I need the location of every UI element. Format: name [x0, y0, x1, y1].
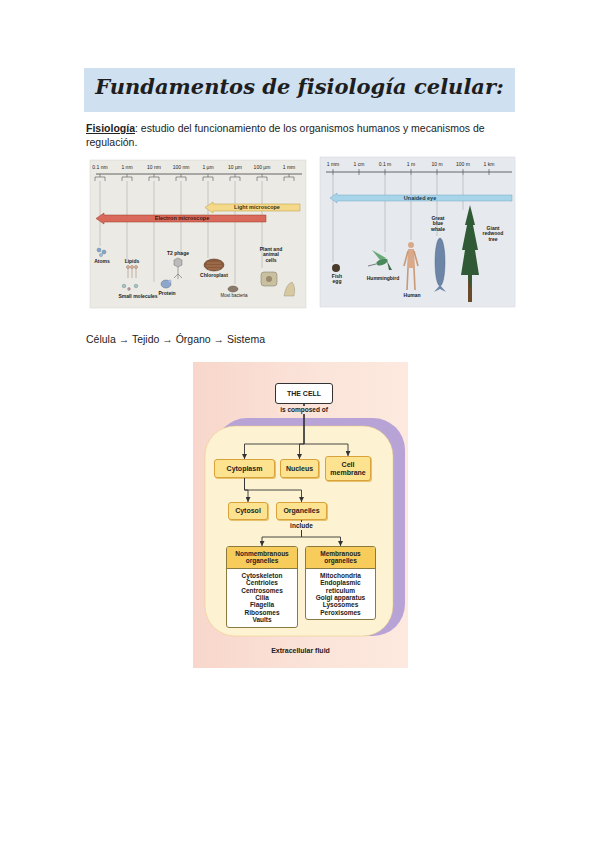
page-title: Fundamentos de fisiología celular:	[84, 74, 515, 99]
box-label: Organelles	[283, 507, 319, 515]
list-item: Cytoskeleton	[227, 572, 297, 579]
scale-label: 0.1 m	[373, 162, 397, 167]
list-item: Centrosomes	[227, 587, 297, 594]
scale-label: T2 phage	[164, 251, 192, 256]
component-box: Organelles	[276, 502, 327, 520]
term: Fisiología	[86, 122, 135, 134]
region-label: Extracellular fluid	[193, 647, 408, 654]
scale-label: 1 µm	[196, 165, 220, 170]
definition-text: Fisiología: estudio del funcionamiento d…	[86, 121, 510, 149]
list-item: Cilia	[227, 594, 297, 601]
list-item: Flagella	[227, 601, 297, 608]
list-box: Membranous organellesMitochondriaEndopla…	[305, 546, 376, 620]
edge-label: include	[288, 522, 315, 530]
scale-label: 10 nm	[142, 165, 166, 170]
scale-label: 1 mm	[321, 162, 345, 167]
component-box: Cell membrane	[325, 456, 371, 481]
component-box: Cytoplasm	[214, 459, 275, 478]
scale-label: 1 nm	[115, 165, 139, 170]
list-item: Lysosomes	[306, 601, 375, 608]
list-item: Endoplasmic reticulum	[306, 579, 375, 594]
scale-label: Fish egg	[330, 274, 344, 285]
list-item: Ribosomes	[227, 609, 297, 616]
scale-label: Protein	[155, 291, 179, 296]
list-box: Nonmembranous organellesCytoskeletonCent…	[226, 546, 298, 628]
list-heading: Membranous organelles	[306, 547, 375, 569]
scale-label: 100 µm	[250, 165, 274, 170]
scale-label: 100 nm	[169, 165, 193, 170]
scale-label: Human	[397, 293, 427, 298]
scale-label: Lipids	[120, 259, 144, 264]
scale-label: Hummingbird	[363, 276, 403, 281]
component-box: Nucleus	[280, 459, 319, 478]
scale-label: 10 µm	[223, 165, 247, 170]
list-item: Mitochondria	[306, 572, 375, 579]
hierarchy-text: Célula → Tejido → Órgano → Sistema	[86, 332, 265, 346]
scale-label: 1 cm	[347, 162, 371, 167]
scale-label: 10 m	[425, 162, 449, 167]
scale-label: Unaided eye	[380, 196, 460, 202]
scale-label: Small molecules	[116, 294, 160, 299]
component-box: Cytosol	[228, 502, 268, 520]
scale-label: 1 m	[399, 162, 423, 167]
definition: : estudio del funcionamiento de los orga…	[86, 122, 485, 148]
edge-label: is composed of	[278, 406, 330, 414]
scale-label: Giant redwood tree	[481, 226, 505, 242]
scale-label: Most bacteria	[219, 294, 249, 299]
list-heading: Nonmembranous organelles	[227, 547, 297, 569]
connector	[245, 478, 249, 502]
scale-label: Light microscope	[217, 205, 297, 211]
scale-label: 1 mm	[277, 165, 301, 170]
scale-label: Great blue whale	[426, 216, 450, 232]
connector	[245, 478, 302, 502]
box-label: Nucleus	[286, 465, 313, 473]
box-label: Cytoplasm	[227, 465, 263, 473]
list-item: Centrioles	[227, 579, 297, 586]
scale-label: Chloroplast	[197, 273, 231, 278]
box-label: THE CELL	[287, 390, 321, 398]
list-item: Vaults	[227, 616, 297, 623]
list-item: Peroxisomes	[306, 609, 375, 616]
scale-label: 1 km	[477, 162, 501, 167]
box-label: Cytosol	[235, 507, 261, 515]
scale-label: 0.1 nm	[88, 165, 112, 170]
root-box: THE CELL	[275, 383, 333, 404]
scale-label: Plant and animal cells	[258, 247, 284, 263]
box-label: Cell membrane	[330, 461, 366, 477]
list-item: Golgi apparatus	[306, 594, 375, 601]
scale-label: Electron microscope	[132, 216, 232, 222]
scale-label: Atoms	[90, 259, 114, 264]
scale-label: 100 m	[451, 162, 475, 167]
